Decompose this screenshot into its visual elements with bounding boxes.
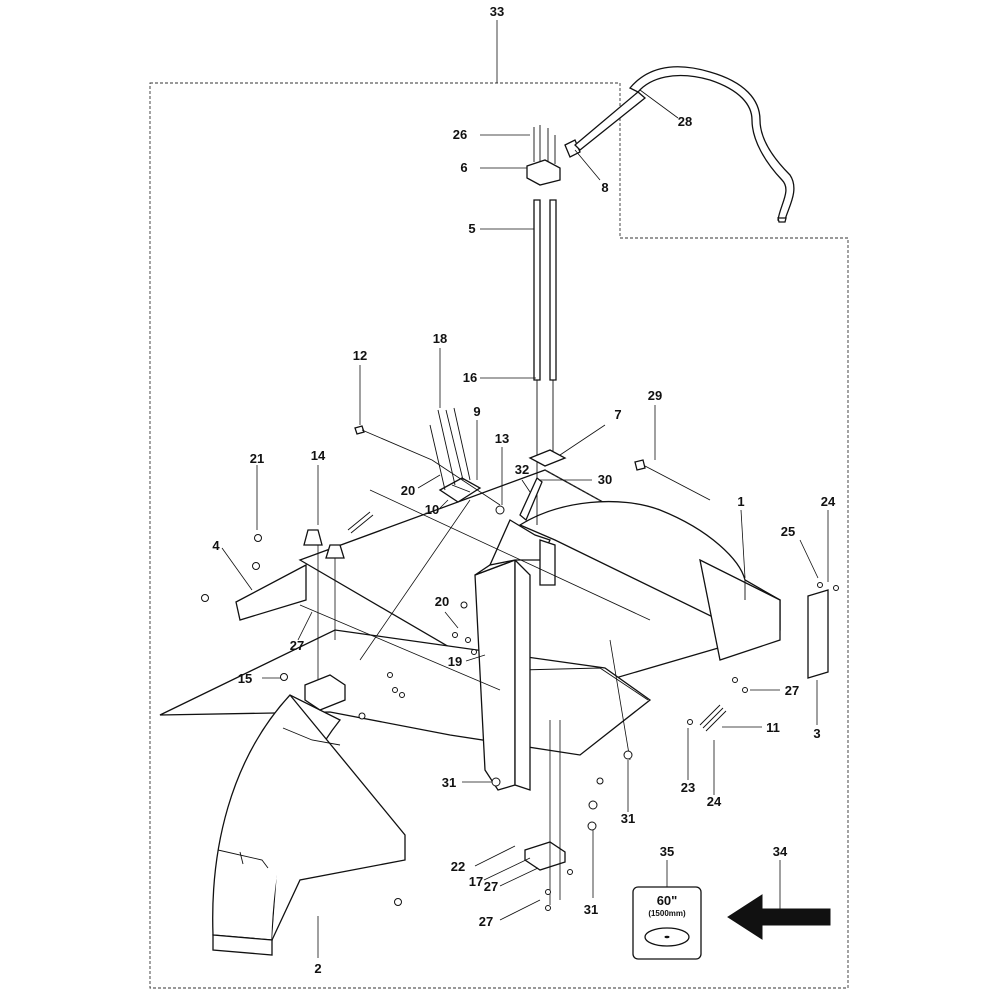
label-34: 34 bbox=[773, 844, 788, 859]
label-25: 25 bbox=[781, 524, 795, 539]
mast-bracket-19 bbox=[474, 519, 556, 791]
label-6: 6 bbox=[460, 160, 467, 175]
label-20a: 20 bbox=[401, 483, 415, 498]
label-4: 4 bbox=[212, 538, 220, 553]
front-guard-2 bbox=[212, 694, 406, 956]
assembly-boundary bbox=[149, 82, 849, 989]
leader-1 bbox=[740, 509, 746, 579]
label-30: 30 bbox=[598, 472, 612, 487]
leader-27c bbox=[499, 867, 539, 887]
bolts-18 bbox=[429, 407, 471, 491]
block-15 bbox=[304, 674, 346, 711]
leader-4 bbox=[221, 547, 253, 591]
label-20b: 20 bbox=[435, 594, 449, 609]
label-1: 1 bbox=[737, 494, 744, 509]
label-17: 17 bbox=[469, 874, 483, 889]
label-18: 18 bbox=[433, 331, 447, 346]
leader-10 bbox=[439, 499, 449, 509]
leader-7 bbox=[559, 424, 606, 456]
leader-20a bbox=[417, 474, 441, 489]
label-26: 26 bbox=[453, 127, 467, 142]
leader-17 bbox=[483, 857, 531, 881]
end-plate-3 bbox=[807, 589, 829, 679]
link-30 bbox=[519, 476, 543, 522]
label-15: 15 bbox=[238, 671, 252, 686]
label-27b: 27 bbox=[785, 683, 799, 698]
rubber-stops-14 bbox=[303, 529, 345, 559]
axis-line-12 bbox=[431, 459, 501, 506]
label-19: 19 bbox=[448, 654, 462, 669]
leader-27d bbox=[499, 899, 541, 921]
bolt-29 bbox=[634, 459, 711, 501]
leader-32 bbox=[521, 479, 531, 493]
label-24b: 24 bbox=[821, 494, 836, 509]
label-29: 29 bbox=[648, 388, 662, 403]
long-bolt-12 bbox=[354, 425, 433, 461]
label-31c: 31 bbox=[584, 902, 598, 917]
leader-22 bbox=[474, 845, 516, 867]
leader-28 bbox=[639, 89, 679, 119]
fasteners bbox=[201, 534, 839, 911]
leader-27a bbox=[297, 611, 313, 641]
decal-size-text: 60" bbox=[657, 893, 678, 908]
label-14: 14 bbox=[311, 448, 326, 463]
decal-metric-text: (1500mm) bbox=[648, 909, 686, 918]
label-27d: 27 bbox=[479, 914, 493, 929]
assembly-axes bbox=[299, 489, 651, 905]
nut-13 bbox=[495, 505, 505, 515]
label-35: 35 bbox=[660, 844, 674, 859]
label-5: 5 bbox=[468, 221, 475, 236]
part-number-labels: 33 28 26 6 8 5 18 12 16 29 9 7 13 14 21 … bbox=[212, 4, 836, 976]
label-10: 10 bbox=[425, 502, 439, 517]
lower-bracket-17 bbox=[524, 841, 566, 871]
label-7: 7 bbox=[614, 407, 621, 422]
direction-arrow-icon bbox=[727, 894, 831, 940]
blade-size-decal-35: 60" (1500mm) bbox=[632, 886, 702, 960]
label-27c: 27 bbox=[484, 879, 498, 894]
label-23: 23 bbox=[681, 780, 695, 795]
label-8: 8 bbox=[601, 180, 608, 195]
water-hose-28 bbox=[574, 66, 795, 223]
label-21: 21 bbox=[250, 451, 264, 466]
label-13: 13 bbox=[495, 431, 509, 446]
leader-25 bbox=[799, 539, 819, 579]
label-31b: 31 bbox=[621, 811, 635, 826]
clamp-plate-7 bbox=[528, 449, 567, 467]
label-24a: 24 bbox=[707, 794, 722, 809]
label-28: 28 bbox=[678, 114, 692, 129]
label-11: 11 bbox=[766, 720, 780, 735]
left-plate-4 bbox=[235, 563, 307, 621]
label-9: 9 bbox=[473, 404, 480, 419]
label-16: 16 bbox=[463, 370, 477, 385]
leader-19 bbox=[465, 654, 486, 662]
leader-8 bbox=[574, 149, 601, 181]
top-clamp-6 bbox=[526, 125, 561, 186]
leader-20b bbox=[444, 611, 459, 629]
spring-11 bbox=[699, 704, 727, 732]
label-3: 3 bbox=[813, 726, 820, 741]
support-rods-5 bbox=[533, 199, 557, 525]
label-32: 32 bbox=[515, 462, 529, 477]
label-2: 2 bbox=[314, 961, 321, 976]
label-22: 22 bbox=[451, 859, 465, 874]
label-33: 33 bbox=[490, 4, 504, 19]
label-27a: 27 bbox=[290, 638, 304, 653]
label-31a: 31 bbox=[442, 775, 456, 790]
label-12: 12 bbox=[353, 348, 367, 363]
spring-top bbox=[347, 511, 374, 534]
